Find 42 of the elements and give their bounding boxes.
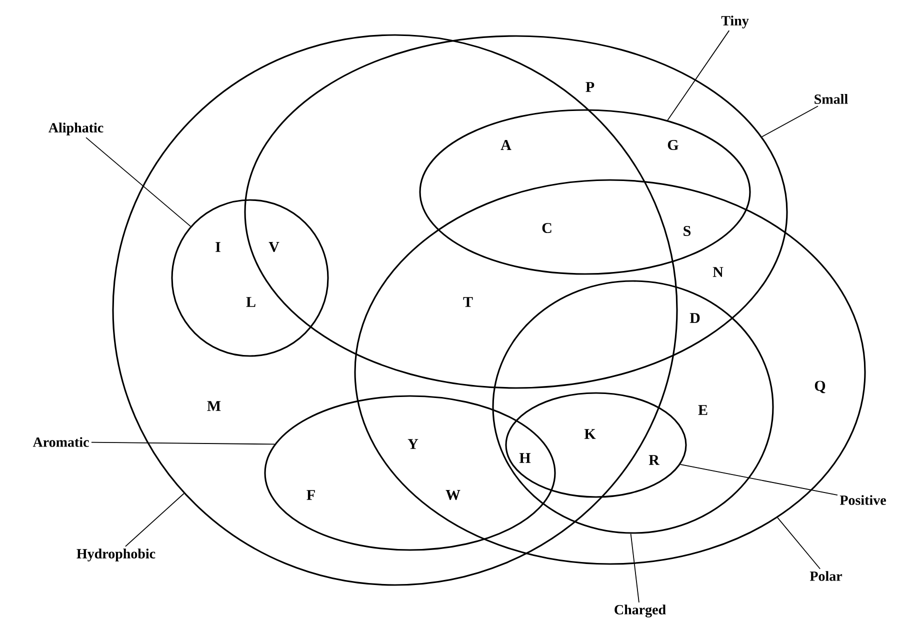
letter-label: M: [207, 401, 221, 411]
letter-label: F: [306, 490, 315, 500]
letter-label: Q: [814, 380, 826, 394]
leader-line: [667, 30, 730, 121]
letter-label: S: [684, 226, 691, 236]
leader-line: [125, 493, 184, 547]
set-label: Charged: [614, 604, 666, 618]
letter-label: V: [268, 242, 280, 252]
letter-label: I: [216, 242, 220, 252]
letter-label: Y: [408, 439, 418, 449]
leader-line: [630, 533, 640, 603]
leader-line: [86, 137, 191, 227]
set-label: Aromatic: [32, 437, 89, 447]
leader-line: [762, 106, 818, 138]
letter-label: H: [519, 453, 531, 463]
letter-label: C: [542, 222, 552, 234]
set-ellipse: [419, 109, 751, 275]
set-circle: [171, 199, 329, 357]
leader-line: [91, 442, 275, 445]
letter-label: N: [712, 267, 724, 277]
letter-label: K: [584, 429, 596, 439]
letter-label: T: [463, 297, 473, 307]
set-label: Hydrophobic: [76, 548, 156, 562]
letter-label: P: [586, 82, 594, 92]
set-ellipse: [505, 392, 687, 498]
set-label: Tiny: [721, 16, 749, 28]
set-label: Small: [814, 94, 848, 104]
set-ellipse: [244, 35, 788, 389]
letter-label: R: [648, 455, 660, 465]
set-label: Polar: [810, 571, 842, 581]
letter-label: E: [698, 405, 708, 415]
letter-label: A: [500, 140, 512, 150]
letter-label: W: [446, 490, 460, 500]
set-label: Positive: [840, 495, 886, 505]
set-ellipse: [264, 395, 556, 551]
set-label: Aliphatic: [48, 122, 104, 136]
letter-label: D: [690, 313, 700, 323]
set-ellipse: [492, 280, 774, 534]
letter-label: G: [668, 140, 678, 150]
letter-label: L: [246, 297, 256, 307]
leader-line: [777, 517, 821, 570]
leader-line: [680, 464, 838, 496]
